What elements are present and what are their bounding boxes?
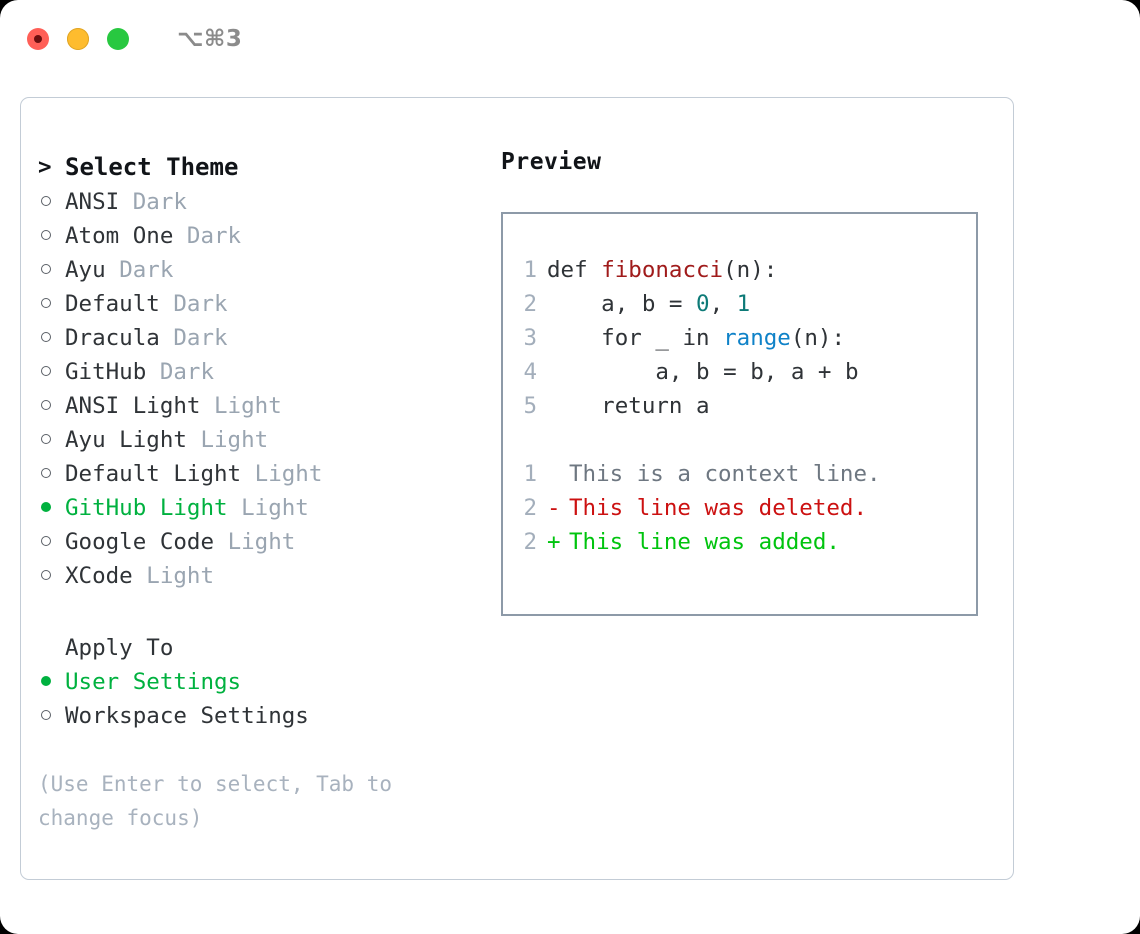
theme-name: Atom One [65, 223, 174, 249]
diff-text: This line was added. [569, 529, 840, 555]
preview-title: Preview [501, 149, 602, 175]
apply-option-workspace-settings[interactable]: Workspace Settings [38, 699, 478, 733]
theme-picker-dialog: > Select Theme ANSI Dark Atom One Dark Ay… [20, 97, 1014, 880]
theme-list-item[interactable]: Dracula Dark [38, 321, 478, 355]
theme-name: ANSI Light [65, 393, 201, 419]
theme-name: Dracula [65, 325, 160, 351]
theme-name: Ayu Light [65, 427, 187, 453]
theme-variant: Dark [173, 291, 228, 317]
line-number: 3 [523, 325, 537, 351]
theme-name: GitHub [65, 359, 147, 385]
line-number: 5 [523, 393, 537, 419]
title-bar: ⌥⌘3 [0, 0, 1140, 78]
theme-variant: Light [227, 529, 296, 555]
theme-variant: Light [254, 461, 323, 487]
select-theme-header: > Select Theme [38, 149, 478, 185]
apply-option-label: Workspace Settings [65, 703, 309, 729]
theme-variant: Light [241, 495, 309, 521]
help-hint-text: (Use Enter to select, Tab to change focu… [38, 767, 438, 835]
theme-list-item[interactable]: Atom One Dark [38, 219, 478, 253]
theme-variant: Dark [173, 325, 228, 351]
theme-name: ANSI [65, 189, 120, 215]
diff-sign: - [547, 495, 561, 521]
theme-variant: Dark [119, 257, 174, 283]
code-token-function: fibonacci [601, 257, 724, 283]
close-button[interactable] [27, 28, 49, 50]
code-token: for _ in [547, 325, 724, 351]
theme-list-item[interactable]: Ayu Dark [38, 253, 478, 287]
prompt-caret-icon: > [38, 154, 52, 180]
line-number: 2 [523, 495, 537, 521]
theme-variant: Light [200, 427, 269, 453]
line-number: 1 [523, 461, 537, 487]
theme-variant: Dark [186, 223, 242, 249]
apply-option-label: User Settings [65, 669, 242, 695]
theme-list-item[interactable]: Default Light Light [38, 457, 478, 491]
theme-name: Ayu [65, 257, 106, 283]
diff-text: This is a context line. [569, 461, 881, 487]
diff-line-context: 1 This is a context line. [515, 457, 972, 491]
code-line: 5 return a [515, 389, 972, 423]
code-token-call: range [723, 325, 791, 351]
apply-to-label: Apply To [65, 635, 174, 661]
code-line: 2 a, b = 0, 1 [515, 287, 972, 321]
theme-list-panel: > Select Theme ANSI Dark Atom One Dark Ay… [38, 149, 478, 835]
code-line: 4 a, b = b, a + b [515, 355, 972, 389]
code-token-number: 1 [736, 291, 751, 317]
line-number: 2 [523, 529, 537, 555]
theme-list-item[interactable]: Default Dark [38, 287, 478, 321]
theme-list-item-selected[interactable]: GitHub Light Light [38, 491, 478, 525]
apply-option-user-settings[interactable]: User Settings [38, 665, 478, 699]
diff-line-added: 2 + This line was added. [515, 525, 972, 559]
theme-name: Google Code [65, 529, 215, 555]
theme-list-item[interactable]: Ayu Light Light [38, 423, 478, 457]
theme-variant: Light [146, 563, 215, 589]
code-token: def [547, 257, 602, 283]
help-hint-line-2: change focus) [38, 806, 203, 830]
theme-variant: Dark [159, 359, 215, 385]
theme-list-item[interactable]: GitHub Dark [38, 355, 478, 389]
diff-line-deleted: 2-This line was deleted. [515, 491, 972, 525]
line-number: 4 [523, 359, 537, 385]
line-number: 2 [523, 291, 537, 317]
maximize-button[interactable] [107, 28, 129, 50]
theme-list-item[interactable]: Google Code Light [38, 525, 478, 559]
code-token: a, b = b, a + b [547, 359, 859, 385]
code-line: 1 def fibonacci(n): [515, 253, 972, 287]
theme-list-item[interactable]: ANSI Dark [38, 185, 478, 219]
theme-variant: Dark [132, 189, 187, 215]
theme-list-item[interactable]: ANSI Light Light [38, 389, 478, 423]
code-token: , [709, 291, 737, 317]
keyboard-shortcut-label: ⌥⌘3 [177, 26, 243, 52]
minimize-button[interactable] [67, 28, 89, 50]
section-spacer [38, 593, 478, 631]
help-hint-line-1: (Use Enter to select, Tab to [38, 772, 393, 796]
theme-name: Default Light [65, 461, 242, 487]
apply-to-header: Apply To [38, 631, 478, 665]
code-token: a, b = [547, 291, 697, 317]
diff-text: This line was deleted. [569, 495, 868, 521]
diff-sign [547, 461, 569, 487]
code-token-number: 0 [696, 291, 710, 317]
line-number: 1 [523, 257, 537, 283]
diff-spacer [515, 423, 972, 457]
theme-name: Default [65, 291, 160, 317]
diff-sign: + [547, 529, 561, 555]
traffic-lights [27, 28, 129, 50]
code-token: return a [547, 393, 710, 419]
theme-variant: Light [214, 393, 282, 419]
theme-name: GitHub Light [65, 495, 228, 521]
page-title: Select Theme [65, 153, 239, 181]
theme-list-item[interactable]: XCode Light [38, 559, 478, 593]
theme-name: XCode [65, 563, 133, 589]
code-line: 3 for _ in range(n): [515, 321, 972, 355]
code-token: (n): [723, 257, 778, 283]
code-token: (n): [790, 325, 846, 351]
